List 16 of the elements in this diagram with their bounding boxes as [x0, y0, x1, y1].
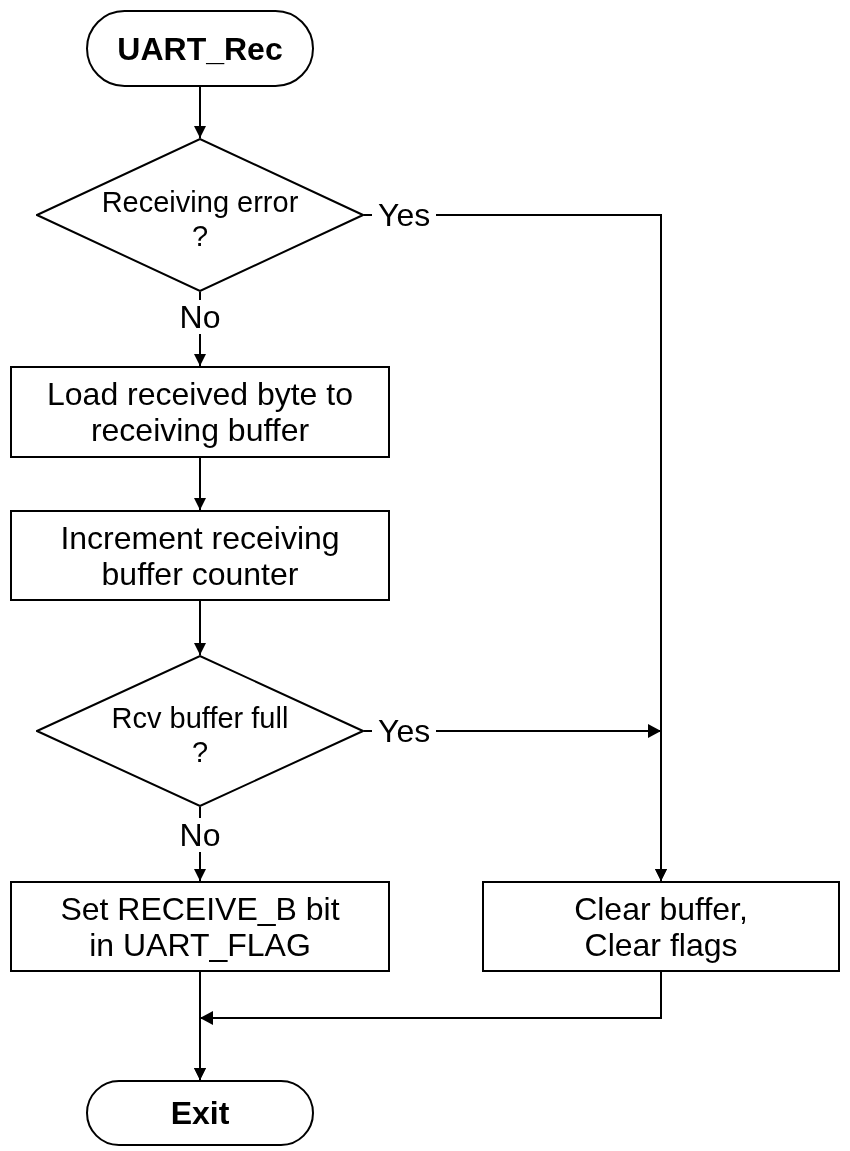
node-text: UART_Rec — [117, 30, 283, 67]
process-box — [482, 881, 840, 972]
node-text: Rcv buffer full ? — [110, 701, 290, 769]
node-text: Exit — [170, 1095, 230, 1131]
node-text: Clear buffer, Clear flags — [573, 890, 749, 963]
terminator-shape — [86, 10, 314, 87]
node-text: Load received byte to receiving buffer — [46, 376, 354, 448]
node-text: Set RECEIVE_B bit in UART_FLAG — [59, 890, 341, 963]
node-text: Receiving error ? — [100, 185, 300, 253]
process-box — [10, 366, 390, 458]
process-box — [10, 881, 390, 972]
terminator-shape — [86, 1080, 314, 1146]
node-text: Increment receiving buffer counter — [59, 519, 341, 592]
decision-diamond — [36, 138, 364, 292]
decision-diamond — [36, 655, 364, 807]
process-box — [10, 510, 390, 601]
